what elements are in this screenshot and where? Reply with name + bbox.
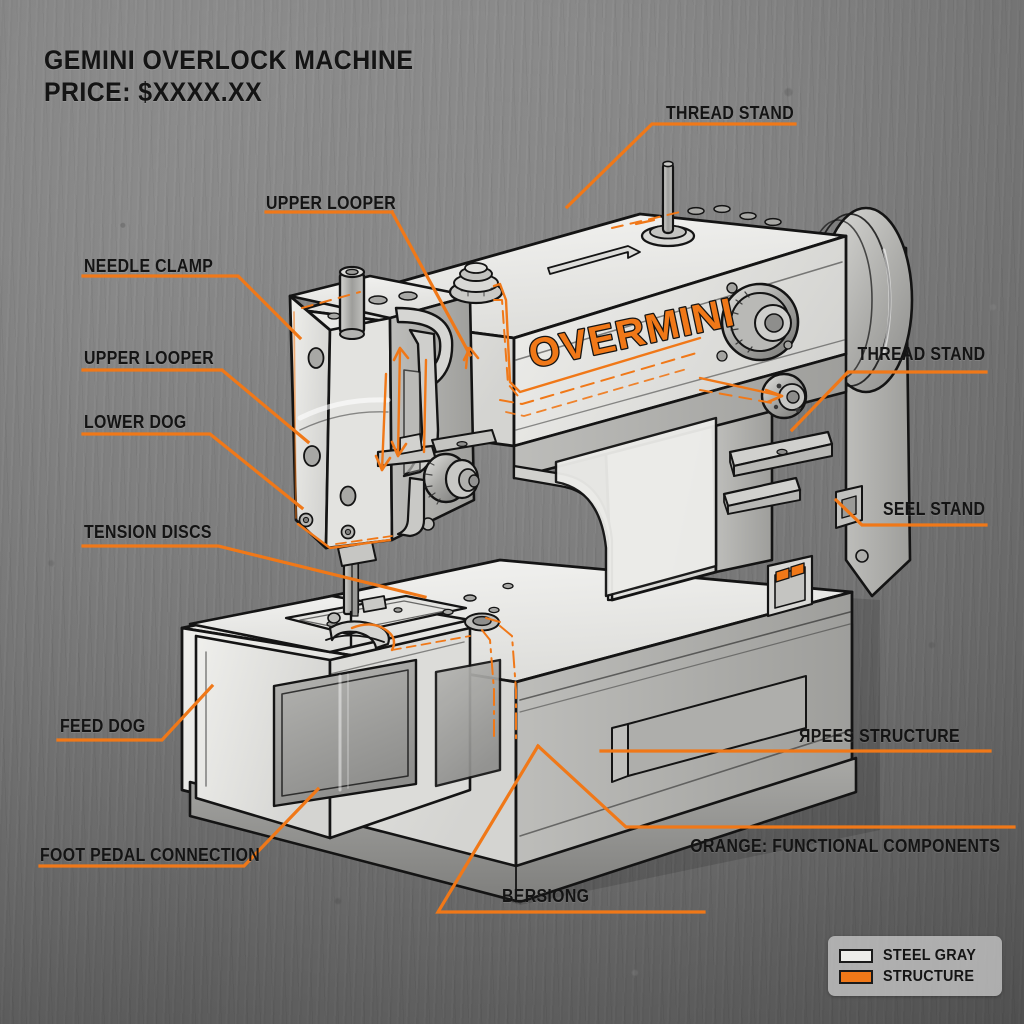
callout-label-bersiong: BERSIONG xyxy=(502,886,590,906)
legend-panel: STEEL GRAY STRUCTURE xyxy=(827,936,1002,996)
leader-orange-functional xyxy=(535,743,1016,829)
callout-label-upper-looper-top: UPPER LOOPER xyxy=(266,193,397,213)
leader-thread-stand-top xyxy=(564,122,797,210)
leader-lower-dog xyxy=(81,432,305,511)
leader-needle-clamp xyxy=(81,274,303,341)
price-label: PRICE: $XXXX.XX xyxy=(44,77,263,107)
callout-label-thread-stand-top: THREAD STAND xyxy=(666,103,795,123)
callout-label-foot-pedal: FOOT PEDAL CONNECTION xyxy=(40,845,261,865)
leader-thread-stand-right xyxy=(789,370,988,433)
callout-label-upper-looper-mid: UPPER LOOPER xyxy=(84,348,215,368)
leader-upper-looper-mid xyxy=(81,368,311,445)
steel-gray-swatch-icon xyxy=(838,948,873,963)
leader-upper-looper-top-diagonal xyxy=(389,209,473,358)
leader-seel-stand xyxy=(833,497,988,527)
page-title: GEMINI OVERLOCK MACHINE xyxy=(44,45,414,75)
callout-label-pees-structure: ЯPEES STRUCTURE xyxy=(798,726,960,746)
callout-label-orange-functional: ORANGE: FUNCTIONAL COMPONENTS xyxy=(690,836,1000,856)
legend-row-steel-gray: STEEL GRAY xyxy=(838,945,986,966)
legend-label-structure: STRUCTURE xyxy=(882,967,974,985)
leader-bersiong xyxy=(435,743,706,914)
leader-tension-discs xyxy=(81,544,427,599)
legend-label-steel-gray: STEEL GRAY xyxy=(882,946,976,964)
leader-feed-dog xyxy=(56,683,215,742)
legend-row-structure: STRUCTURE xyxy=(838,966,986,987)
callout-label-thread-stand-right: THREAD STAND xyxy=(856,344,985,364)
title-block: GEMINI OVERLOCK MACHINE PRICE: $XXXX.XX xyxy=(44,44,446,108)
leader-foot-pedal xyxy=(38,786,321,868)
callout-label-seel-stand: SEEL STAND xyxy=(882,499,985,519)
callout-label-lower-dog: LOWER DOG xyxy=(84,412,187,432)
structure-swatch-icon xyxy=(838,969,873,984)
callout-label-feed-dog: FEED DOG xyxy=(60,716,146,736)
callout-label-tension-discs: TENSION DISCS xyxy=(84,522,212,542)
callout-label-needle-clamp: NEEDLE CLAMP xyxy=(84,256,214,276)
